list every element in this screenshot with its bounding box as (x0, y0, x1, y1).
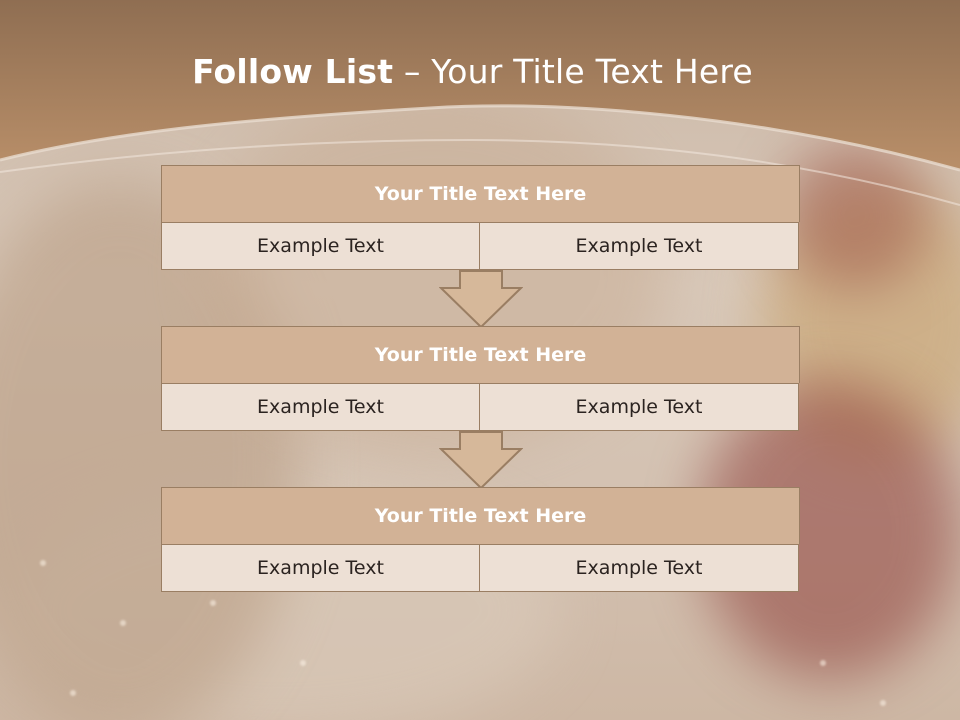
block-title: Your Title Text Here (161, 326, 800, 383)
background-photo-bow (780, 140, 930, 290)
example-text-right: Example Text (480, 222, 799, 270)
example-text-left: Example Text (161, 544, 480, 592)
block-title: Your Title Text Here (161, 487, 800, 544)
sparkle (120, 620, 126, 626)
slide-title-bold: Follow List (192, 52, 394, 91)
sparkle (70, 690, 76, 696)
block-title: Your Title Text Here (161, 165, 800, 222)
down-arrow-1 (439, 270, 523, 328)
example-text-right: Example Text (480, 383, 799, 431)
slide-title-rest: – Your Title Text Here (393, 52, 753, 91)
background-photo-hair (0, 180, 300, 720)
block-row: Example Text Example Text (161, 544, 800, 592)
block-row: Example Text Example Text (161, 383, 800, 431)
example-text-left: Example Text (161, 383, 480, 431)
example-text-left: Example Text (161, 222, 480, 270)
sparkle (300, 660, 306, 666)
slide-title: Follow List – Your Title Text Here (0, 52, 945, 91)
down-arrow-2 (439, 431, 523, 489)
example-text-right: Example Text (480, 544, 799, 592)
sparkle (210, 600, 216, 606)
sparkle (820, 660, 826, 666)
block-row: Example Text Example Text (161, 222, 800, 270)
sparkle (40, 560, 46, 566)
sparkle (880, 700, 886, 706)
